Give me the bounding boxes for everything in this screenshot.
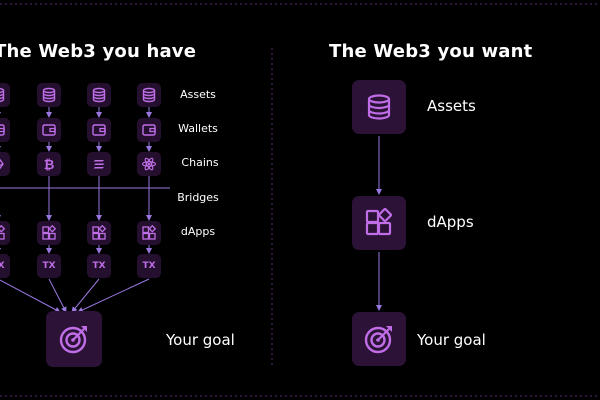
cosmos-icon [141,156,157,172]
right-assets-box [352,80,406,134]
tx-box: TX [137,254,161,278]
converging-arrow [77,278,150,313]
left-title: The Web3 you have [0,41,197,62]
converging-arrow [0,279,61,313]
wallet-box [137,118,161,142]
asset-box [87,83,111,107]
left-connectors [0,107,170,313]
dapps-icon [365,208,393,236]
tx-box: TX [87,254,111,278]
svg-text:₿: ₿ [44,158,55,172]
right-goal-label: Your goal [417,331,486,349]
dapps-icon [141,225,157,241]
wallet-box [0,118,10,142]
chain-box: ₿ [37,152,61,176]
right-title: The Web3 you want [329,41,533,62]
target-icon [364,326,392,354]
wallet-icon [141,122,157,138]
right-goal-box [352,312,406,366]
dapps-icon [41,225,57,241]
row-label-assets: Assets [180,88,216,101]
converging-arrow [71,278,100,313]
tx-label: TX [0,261,5,271]
solana-icon [91,156,107,172]
asset-box [0,83,10,107]
chain-box [87,152,111,176]
asset-box [37,83,61,107]
wallet-icon [91,122,107,138]
dapp-box [137,221,161,245]
asset-box [137,83,161,107]
dapp-box [37,221,61,245]
left-goal-label: Your goal [166,331,235,349]
wallet-box [37,118,61,142]
chain-box [0,152,10,176]
target-icon [59,326,87,354]
right-assets-label: Assets [427,97,476,115]
row-label-bridges: Bridges [177,191,219,204]
dapp-box [87,221,111,245]
wallet-icon [41,122,57,138]
database-icon [141,87,157,103]
database-icon [367,94,391,120]
database-icon [41,87,57,103]
converging-arrow [48,278,67,313]
wallet-icon [0,122,6,138]
database-icon [91,87,107,103]
tx-box: TX [37,254,61,278]
tx-label: TX [42,261,56,271]
tx-label: TX [92,261,106,271]
ethereum-icon [0,156,6,172]
dapp-box [0,221,10,245]
wallet-box [87,118,111,142]
right-dapps-label: dApps [427,213,474,231]
bitcoin-icon: ₿ [41,156,57,172]
left-goal-box [46,311,102,367]
chain-box [137,152,161,176]
database-icon [0,87,6,103]
row-label-chains: Chains [181,156,219,169]
tx-label: TX [142,261,156,271]
row-label-dapps: dApps [180,225,216,238]
dapps-icon [91,225,107,241]
tx-box: TX [0,254,10,278]
row-label-wallets: Wallets [178,122,218,135]
dapps-icon [0,225,6,241]
right-dapps-box [352,196,406,250]
